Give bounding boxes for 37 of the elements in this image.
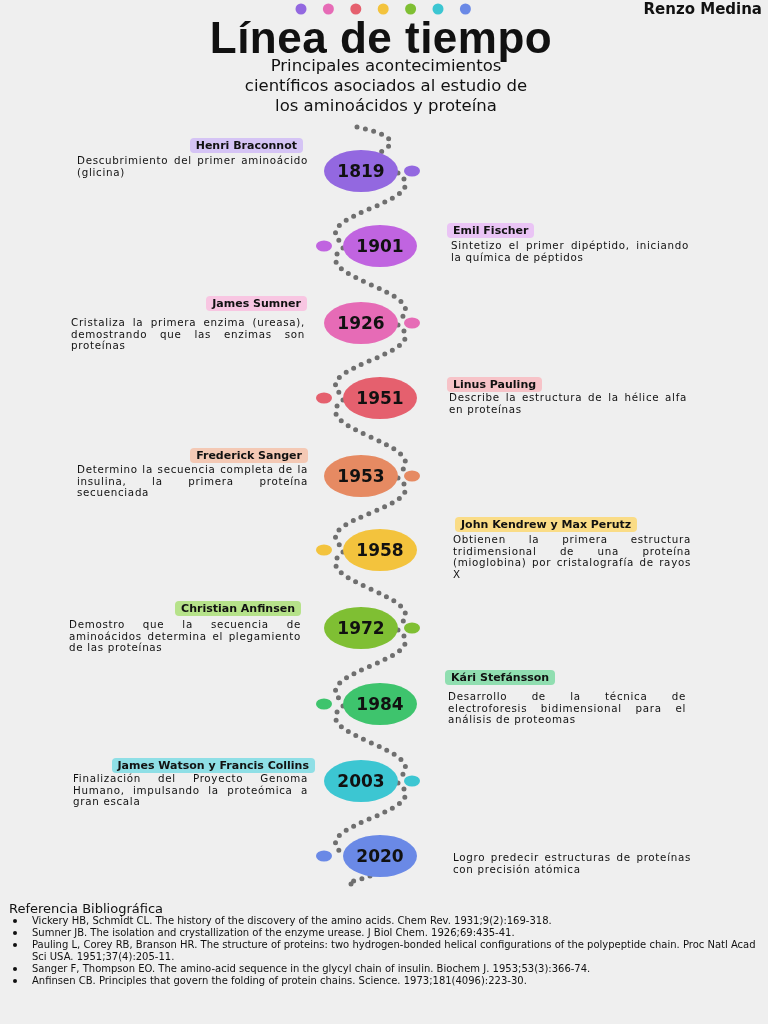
author-name: Renzo Medina — [643, 0, 762, 18]
name-tag: Frederick Sanger — [190, 448, 308, 463]
reference-item: Sumner JB. The isolation and crystallization of the enzyme urease. J Biol Chem. 1926;69:435-41. — [32, 927, 515, 938]
year-circle: 1972 — [324, 607, 398, 649]
year-circle: 1901 — [343, 225, 417, 267]
event-description: Demostro que la secuencia de aminoácidos determina el plegamiento de las proteínas — [69, 619, 301, 654]
reference-item: Pauling L, Corey RB, Branson HR. The structure of proteins: two hydrogen-bonded helical configurations of the polypeptide chain. Proc Natl Acad Sci USA. 1951;37(4):205-11. — [32, 939, 756, 962]
name-tag: James Watson y Francis Collins — [111, 758, 315, 773]
name-tag: Linus Pauling — [447, 377, 543, 392]
event-description: Sintetizo el primer dipéptido, iniciando la química de péptidos — [451, 240, 689, 263]
year-circle: 1951 — [343, 377, 417, 419]
event-description: Descubrimiento del primer aminoácido (glicina) — [77, 155, 308, 178]
event-description: Cristaliza la primera enzima (ureasa), demostrando que las enzimas son proteínas — [71, 317, 305, 352]
reference-item: Anfinsen CB. Principles that govern the folding of protein chains. Science. 1973;181(4096):223-30. — [32, 975, 527, 986]
year-circle: 1984 — [343, 683, 417, 725]
year-circle: 1926 — [324, 302, 398, 344]
year-circle: 1953 — [324, 455, 398, 497]
event-description: Logro predecir estructuras de proteínas con precisión atómica — [453, 852, 691, 875]
name-tag: John Kendrew y Max Perutz — [455, 517, 638, 532]
name-tag: Christian Anfinsen — [175, 601, 301, 616]
name-tag: Emil Fischer — [447, 223, 535, 238]
event-description: Obtienen la primera estructura tridimensional de una proteína (mioglobina) por cristalografía de rayos X — [453, 534, 691, 580]
reference-item: Sanger F, Thompson EO. The amino-acid sequence in the glycyl chain of insulin. Biochem J. 1953;53(3):366-74. — [32, 963, 591, 974]
year-circle: 1958 — [343, 529, 417, 571]
event-description: Finalización del Proyecto Genoma Humano, impulsando la proteómica a gran escala — [73, 773, 308, 808]
name-tag: Kári Stefánsson — [445, 670, 556, 685]
name-tag: James Sumner — [206, 296, 307, 311]
name-tag: Henri Braconnot — [189, 138, 303, 153]
year-circle: 2020 — [343, 835, 417, 877]
year-circle: 1819 — [324, 150, 398, 192]
references-heading: Referencia Bibliográfica — [9, 901, 163, 916]
event-description: Desarrollo de la técnica de electroforesis bidimensional para el análisis de proteomas — [448, 691, 686, 726]
reference-item: Vickery HB, Schmidt CL. The history of the discovery of the amino acids. Chem Rev. 1931;9(2):169-318. — [32, 915, 552, 926]
dotted-line — [354, 124, 393, 155]
year-circle: 2003 — [324, 760, 398, 802]
event-description: Describe la estructura de la hélice alfa en proteínas — [449, 392, 687, 415]
event-description: Determino la secuencia completa de la insulina, la primera proteína secuenciada — [77, 464, 308, 499]
